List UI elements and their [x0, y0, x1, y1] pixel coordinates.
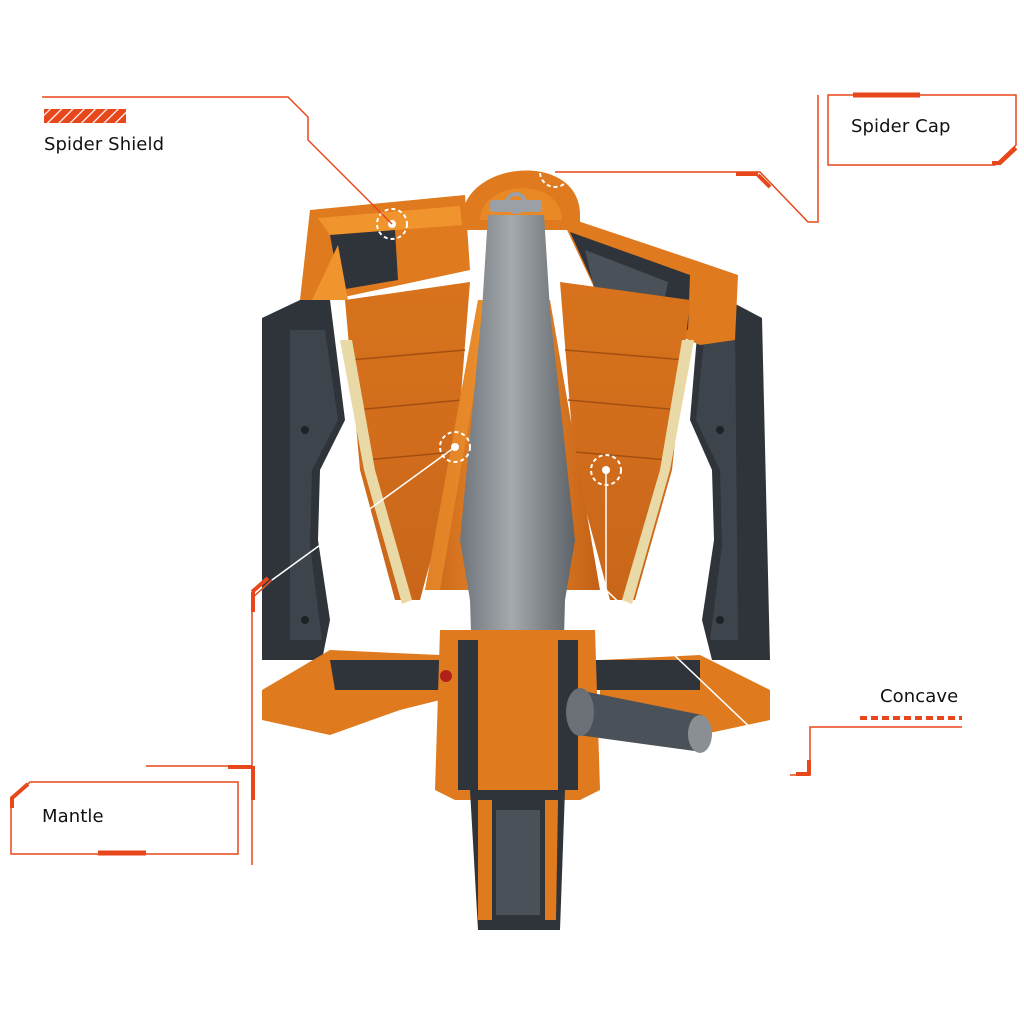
- bottom-frame: [262, 630, 770, 930]
- label-decorations: [10, 92, 1018, 856]
- label-spider-cap: Spider Cap: [851, 116, 951, 137]
- label-spider-shield: Spider Shield: [44, 134, 165, 155]
- label-mantle: Mantle: [42, 806, 104, 827]
- leader-lines: [42, 95, 962, 865]
- spider-shield-leader: [42, 96, 393, 225]
- concave-leader: [605, 470, 801, 776]
- label-concave: Concave: [880, 686, 959, 707]
- spider-shield-hatch: [44, 109, 126, 123]
- housing: [262, 300, 770, 660]
- spider-frame: [300, 195, 738, 345]
- spider-cap-box: [827, 94, 1017, 166]
- pinion-shaft: [566, 688, 712, 753]
